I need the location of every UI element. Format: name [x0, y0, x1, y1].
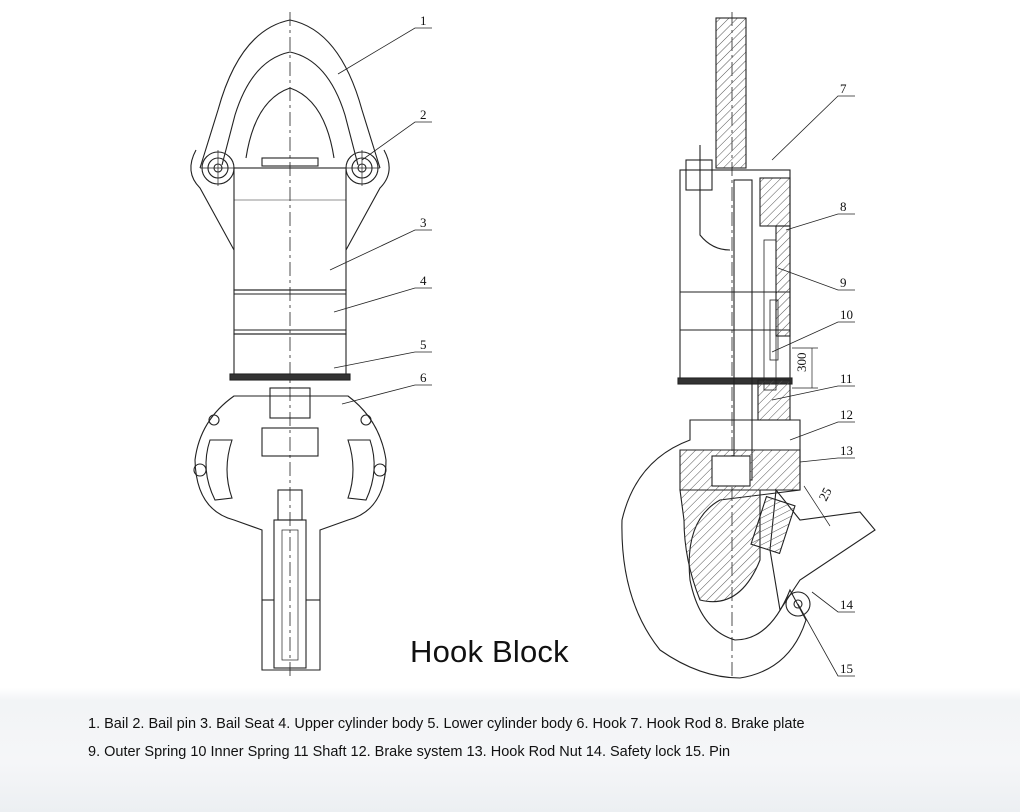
legend-line-2: 9. Outer Spring 10 Inner Spring 11 Shaft… — [88, 744, 731, 760]
callout-7: 7 — [840, 81, 847, 96]
callout-numbers: 1 2 3 4 5 6 7 8 9 10 11 12 13 14 15 300 … — [420, 13, 854, 676]
callout-4: 4 — [420, 273, 427, 288]
front-leaders — [329, 27, 432, 405]
callout-13: 13 — [840, 443, 853, 458]
side-leaders — [771, 95, 855, 677]
front-view — [190, 12, 432, 680]
cylinder-side — [677, 169, 793, 481]
bail-pin-right — [344, 150, 380, 186]
callout-2: 2 — [420, 107, 427, 122]
lower-cylinder-body — [229, 333, 351, 381]
dim-300 — [792, 347, 818, 389]
hook-side — [621, 419, 876, 679]
callout-10: 10 — [840, 307, 853, 322]
legend-band — [0, 688, 1020, 812]
bail-side — [685, 17, 747, 251]
callout-6: 6 — [420, 370, 427, 385]
callout-11: 11 — [840, 371, 853, 386]
callout-15: 15 — [840, 661, 853, 676]
hook-front — [193, 387, 387, 671]
callout-1: 1 — [420, 13, 427, 28]
dimension-300-label: 300 — [794, 353, 809, 373]
side-view — [621, 12, 876, 680]
dim-25 — [803, 485, 831, 527]
diagram-title: Hook Block — [410, 634, 569, 669]
callout-12: 12 — [840, 407, 853, 422]
hook-block-drawing: 1 2 3 4 5 6 7 8 9 10 11 12 13 14 15 300 … — [190, 12, 876, 680]
dimension-25-label: 25 — [815, 485, 834, 504]
callout-5: 5 — [420, 337, 427, 352]
bail — [190, 19, 390, 251]
callout-9: 9 — [840, 275, 847, 290]
callout-8: 8 — [840, 199, 847, 214]
legend-line-1: 1. Bail 2. Bail pin 3. Bail Seat 4. Uppe… — [88, 716, 805, 732]
callout-3: 3 — [420, 215, 427, 230]
callout-14: 14 — [840, 597, 854, 612]
bail-pin-left — [200, 150, 236, 186]
